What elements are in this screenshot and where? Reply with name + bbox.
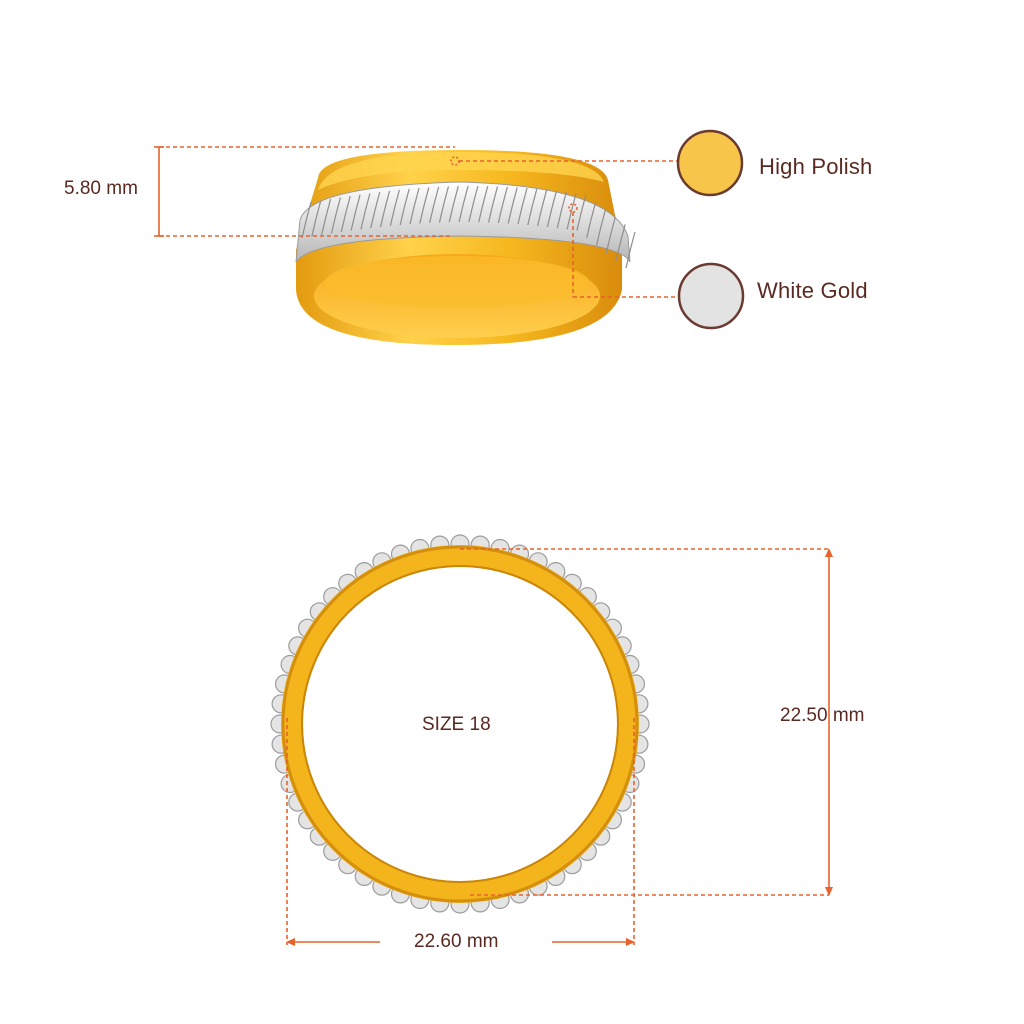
band-width-label: 5.80 mm: [64, 178, 138, 199]
ring-size-label: SIZE 18: [422, 714, 491, 735]
high-polish-label: High Polish: [759, 154, 873, 179]
rope-twists: [301, 185, 636, 269]
outer-width-label: 22.60 mm: [414, 931, 499, 952]
ring-center-opening: [304, 568, 616, 880]
white-gold-label: White Gold: [757, 278, 868, 303]
white-gold-swatch: [677, 262, 745, 330]
high-polish-marker: [450, 156, 460, 166]
white-gold-marker: [568, 203, 578, 213]
gold-band-ring: [281, 545, 639, 903]
high-polish-swatch: [676, 129, 744, 197]
outer-height-label: 22.50 mm: [780, 705, 865, 726]
white-gold-rope: [295, 181, 631, 263]
